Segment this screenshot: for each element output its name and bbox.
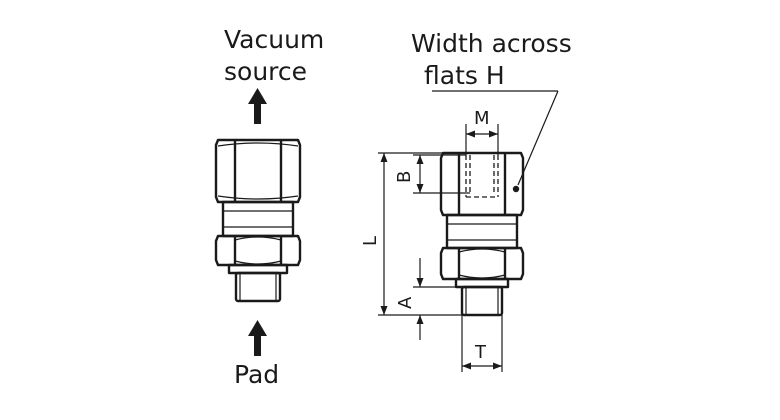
left-fitting xyxy=(214,88,302,356)
vacuum-source-label-line1: Vacuum xyxy=(224,25,324,54)
right-fitting xyxy=(378,90,559,372)
dimension-a-label: A xyxy=(395,296,416,309)
pad-flow-arrow-icon xyxy=(248,320,267,356)
width-across-flats-label-line2: flats H xyxy=(424,61,505,90)
left-threaded-stem xyxy=(227,263,289,303)
dimension-a xyxy=(413,258,462,340)
right-lower-hex-nut xyxy=(439,246,525,281)
dimension-b xyxy=(413,154,470,194)
right-threaded-stem xyxy=(454,277,510,317)
dimension-t-label: T xyxy=(474,342,487,363)
dimension-m-label: M xyxy=(474,108,490,129)
right-upper-hex-nut xyxy=(439,151,525,217)
left-upper-hex-nut xyxy=(214,138,302,204)
width-across-flats-label-line1: Width across xyxy=(411,29,572,58)
left-body xyxy=(221,200,295,238)
dimension-t xyxy=(461,315,503,372)
dimension-l-label: L xyxy=(360,236,381,246)
dimension-m xyxy=(465,124,499,155)
left-lower-hex-nut xyxy=(214,234,302,267)
dimension-b-label: B xyxy=(394,171,415,183)
vacuum-flow-arrow-icon xyxy=(248,88,267,124)
right-body xyxy=(445,213,519,250)
vacuum-source-label-line2: source xyxy=(224,57,307,86)
width-across-flats-leader xyxy=(432,90,559,193)
pad-label: Pad xyxy=(234,360,279,389)
